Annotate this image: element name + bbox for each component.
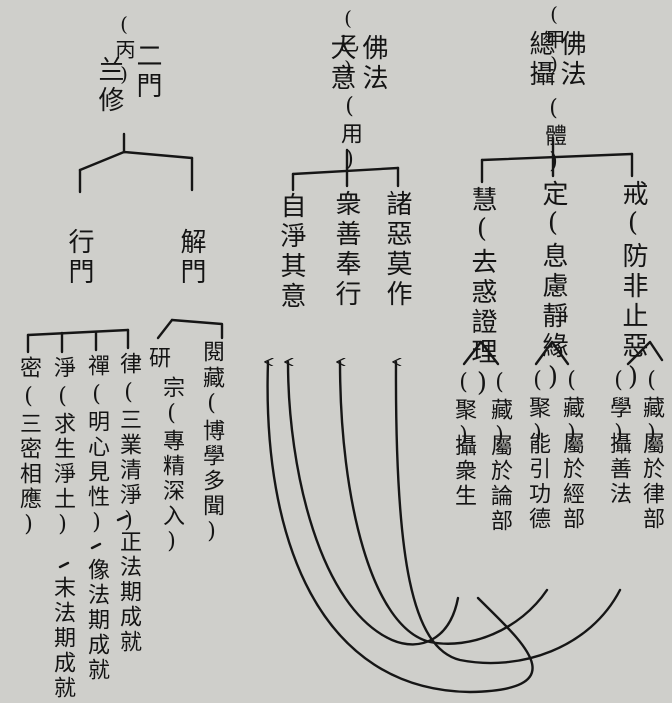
xing-item-2-head: 禪 [84, 354, 109, 379]
xing-item-4-head: 密 [16, 356, 41, 381]
xing-item-3-text: (求生淨土) [50, 384, 75, 540]
jie-fork [626, 340, 664, 366]
ding-leaf-2-label: (聚) [525, 368, 550, 449]
xing-bar [26, 328, 130, 337]
tick-lv [116, 514, 129, 522]
jia-marker: (甲) [542, 2, 566, 79]
jia-tag: (體) [541, 96, 566, 177]
hui-gloss: (去惑證理) [467, 214, 497, 402]
yi-title-col2: 佛法 [358, 34, 388, 94]
hui-head: 慧 [467, 186, 497, 216]
arrow-to-item-2 [340, 362, 549, 645]
jie-connector-left [156, 318, 174, 340]
tick-jing [58, 561, 70, 569]
jie-gloss: (防非止惡) [618, 208, 648, 396]
tick-chan [90, 542, 102, 550]
ding-head: 定 [538, 180, 568, 210]
jie-item-2-text: 藏(博學多聞) [199, 366, 224, 547]
arrow-to-item-3a [288, 362, 460, 646]
hui-leaf-1-label: (藏) [487, 370, 512, 451]
yi-item-3: 自淨其意 [276, 192, 306, 312]
ding-leaf-2-text: 能引功德 [525, 432, 550, 532]
xing-item-2-text: (明心見性) [84, 382, 109, 538]
bing-bar [78, 150, 194, 172]
jie-connector [170, 318, 224, 340]
ding-fork [534, 340, 570, 366]
yi-marker: (乙) [336, 6, 360, 83]
hui-fork [462, 340, 500, 366]
xing-item-1-text: (三業清淨) [116, 380, 141, 536]
ding-leaf-1-text: 屬於經部 [559, 432, 584, 532]
jie-item-1-text: 宗(專精深入) [159, 376, 184, 557]
arrow-to-item-3b [268, 362, 534, 694]
bing-title-col1: 兰修 [94, 56, 124, 116]
bing-xing-label: 行門 [64, 228, 94, 288]
xing-item-4-text: (三密相應) [16, 384, 41, 540]
bing-jie-label: 解門 [176, 228, 206, 288]
bing-tree-lines [26, 132, 224, 569]
yi-item-1: 諸惡莫作 [382, 190, 412, 310]
hui-leaf-2-text: 攝衆生 [451, 434, 476, 509]
hui-leaf-2-label: (聚) [451, 370, 476, 451]
jia-tree-lines [462, 136, 664, 366]
bing-title-col2: 二門 [132, 42, 162, 102]
jie-item-1-head: 研 [145, 346, 170, 371]
jie-leaf-2-label: (學) [606, 368, 631, 449]
ding-leaf-1-label: (藏) [559, 368, 584, 449]
yi-bar [291, 166, 400, 176]
yi-item-2: 衆善奉行 [331, 190, 361, 310]
xing-item-2-tail: 像法期成就 [84, 558, 109, 683]
jie-leaf-2-text: 攝善法 [606, 432, 631, 507]
xing-item-3-head: 淨 [50, 356, 75, 381]
ding-gloss: (息慮靜緣) [538, 208, 568, 396]
xing-item-1-head: 律 [116, 352, 141, 377]
bing-marker: (丙) [112, 12, 136, 89]
yi-title-col1: 大意 [326, 34, 356, 94]
xing-item-3-tail: 末法期成就 [50, 576, 75, 701]
mapping-arrows [268, 362, 622, 694]
yi-tag: (用) [337, 94, 362, 175]
yi-tree-lines [291, 148, 400, 192]
arrow-to-item-1 [396, 362, 622, 665]
jie-head: 戒 [618, 180, 648, 210]
hui-leaf-1-text: 屬於論部 [487, 434, 512, 534]
jia-bar [480, 152, 634, 162]
jia-title-col2: 佛法 [556, 30, 586, 90]
jie-leaf-1-text: 屬於律部 [639, 432, 664, 532]
jie-leaf-1-label: (藏) [639, 368, 664, 449]
xing-item-1-tail: 正法期成就 [116, 530, 141, 655]
jie-item-2-head: 閱 [199, 340, 224, 365]
jia-title-col1: 總攝 [525, 30, 555, 90]
